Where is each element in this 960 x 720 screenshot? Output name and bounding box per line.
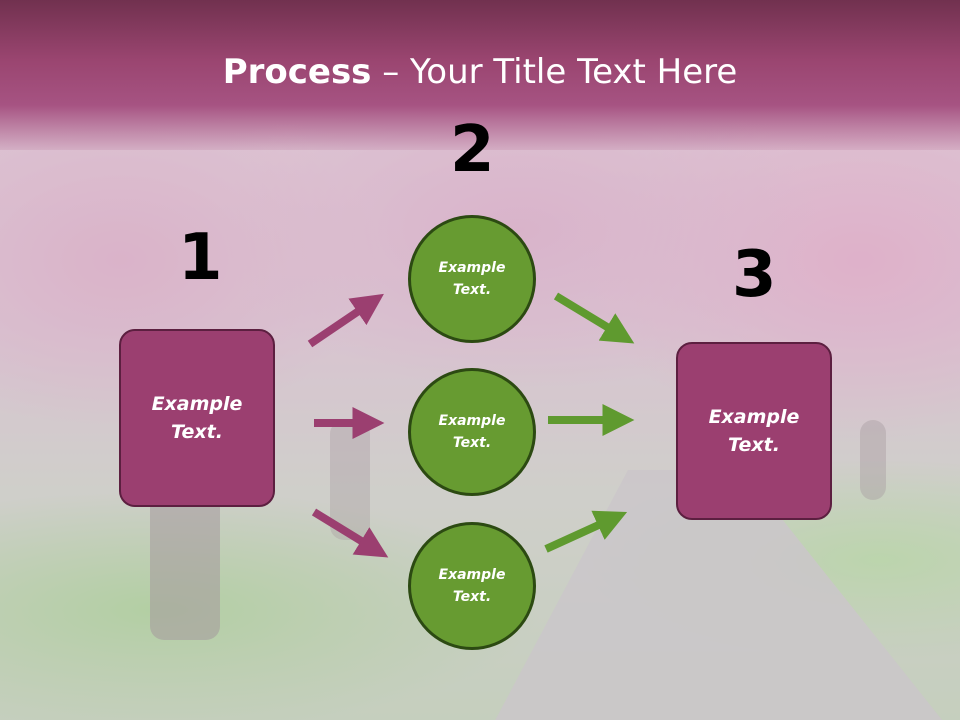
left-box-text: Example Text. [151,392,243,444]
circle-2: Example Text. [408,368,536,496]
circle-2-text: Example Text. [438,412,506,451]
slide-title: Process – Your Title Text Here [0,52,960,92]
arrow-from-circle-3 [544,510,628,553]
right-box: Example Text. [676,342,832,520]
arrow-to-circle-3 [311,508,389,558]
right-box-text: Example Text. [708,405,800,457]
circle-3: Example Text. [408,522,536,650]
step-number-1: 1 [178,221,223,295]
arrow-from-circle-1 [553,292,635,344]
title-rest: – Your Title Text Here [371,52,738,92]
circle-1: Example Text. [408,215,536,343]
title-bar [0,0,960,150]
circle-3-text: Example Text. [438,566,506,605]
circle-1-text: Example Text. [438,259,506,298]
step-number-3: 3 [732,238,777,312]
title-bold: Process [222,52,372,92]
step-number-2: 2 [450,113,495,187]
left-box: Example Text. [119,329,275,507]
arrow-to-circle-1 [307,293,384,348]
